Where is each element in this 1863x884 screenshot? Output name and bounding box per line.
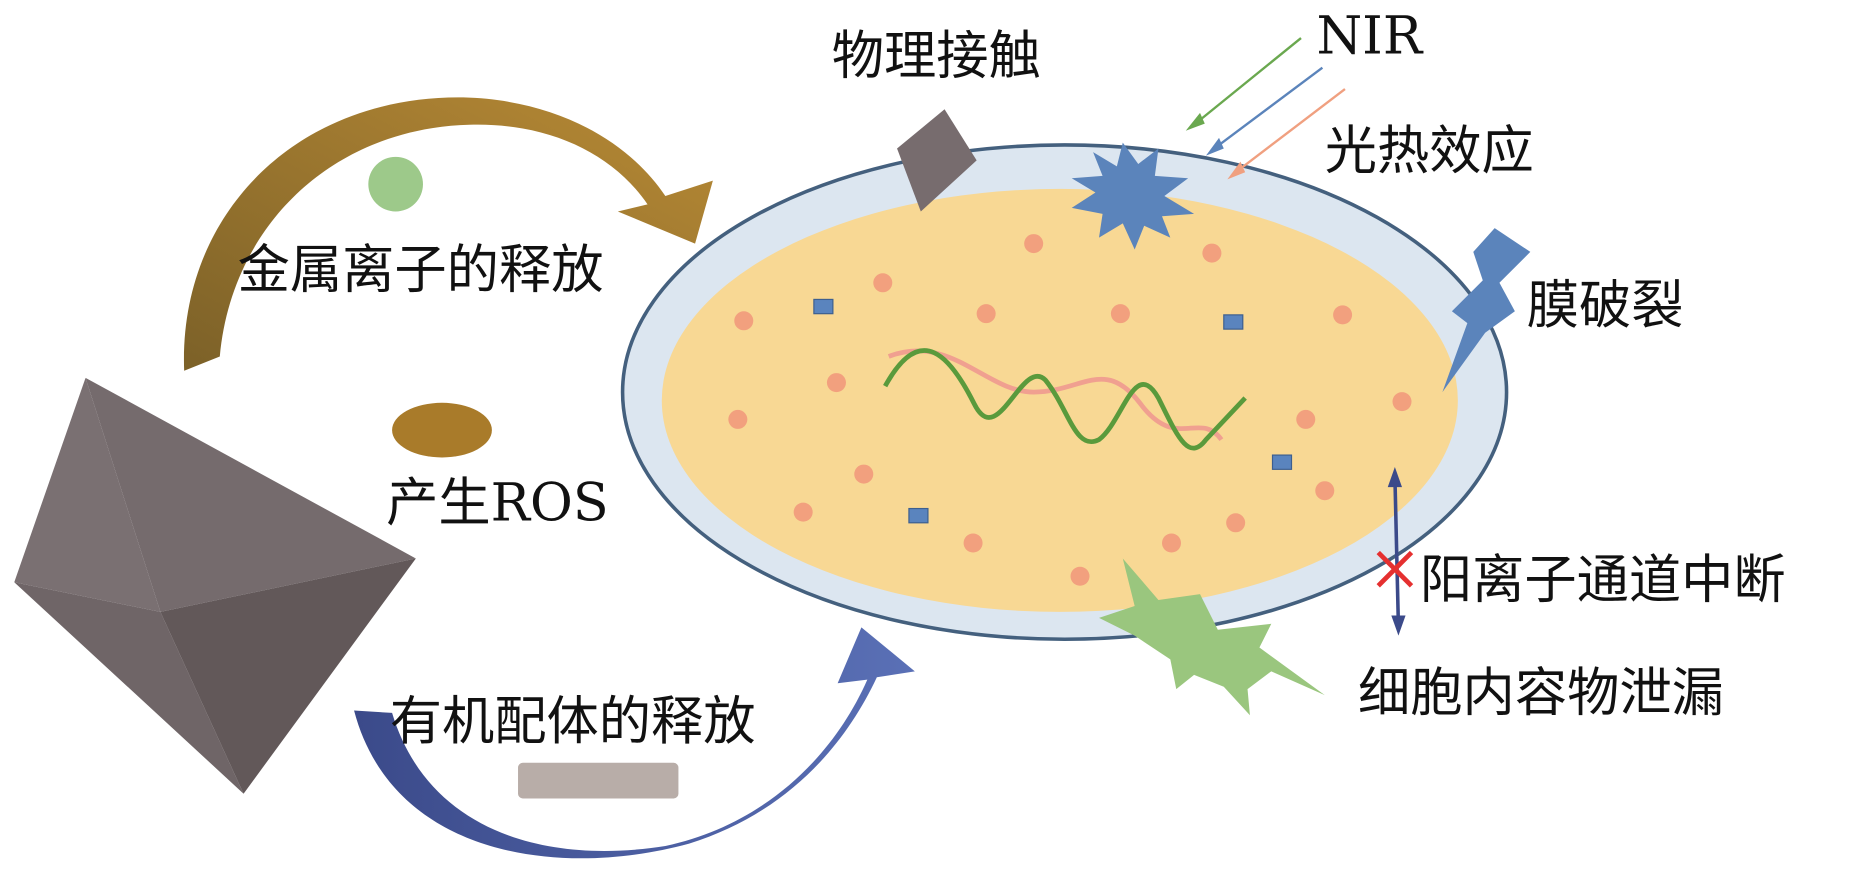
mof-octahedron xyxy=(14,377,416,794)
ligand-icon xyxy=(518,762,679,799)
label-metal-ion-release: 金属离子的释放 xyxy=(238,240,604,301)
nir-arrows xyxy=(1185,37,1346,180)
metal-ion-release-arrow xyxy=(183,97,713,371)
photothermal-burst-icon xyxy=(1071,142,1195,250)
label-leakage: 细胞内容物泄漏 xyxy=(1358,663,1724,724)
bacterial-cell xyxy=(620,143,1509,642)
cation-channel-arrow xyxy=(1376,466,1414,636)
membrane-rupture-bolt-icon xyxy=(1442,228,1531,393)
ros-icon xyxy=(392,402,492,458)
label-cation-channel: 阳离子通道中断 xyxy=(1420,550,1786,611)
leakage-burst-icon xyxy=(1099,558,1325,716)
label-membrane-rupture: 膜破裂 xyxy=(1527,275,1684,336)
label-ros: 产生ROS xyxy=(386,472,609,533)
rna-strand xyxy=(887,348,1224,442)
label-photothermal: 光热效应 xyxy=(1325,121,1534,182)
ligand-release-arrow xyxy=(354,627,915,859)
metal-ion-icon xyxy=(368,156,423,212)
label-ligand-release: 有机配体的释放 xyxy=(390,691,756,752)
label-nir: NIR xyxy=(1316,5,1423,66)
label-physical-contact: 物理接触 xyxy=(832,26,1041,87)
dna-strand xyxy=(883,348,1247,451)
mof-contact-icon xyxy=(897,109,977,212)
